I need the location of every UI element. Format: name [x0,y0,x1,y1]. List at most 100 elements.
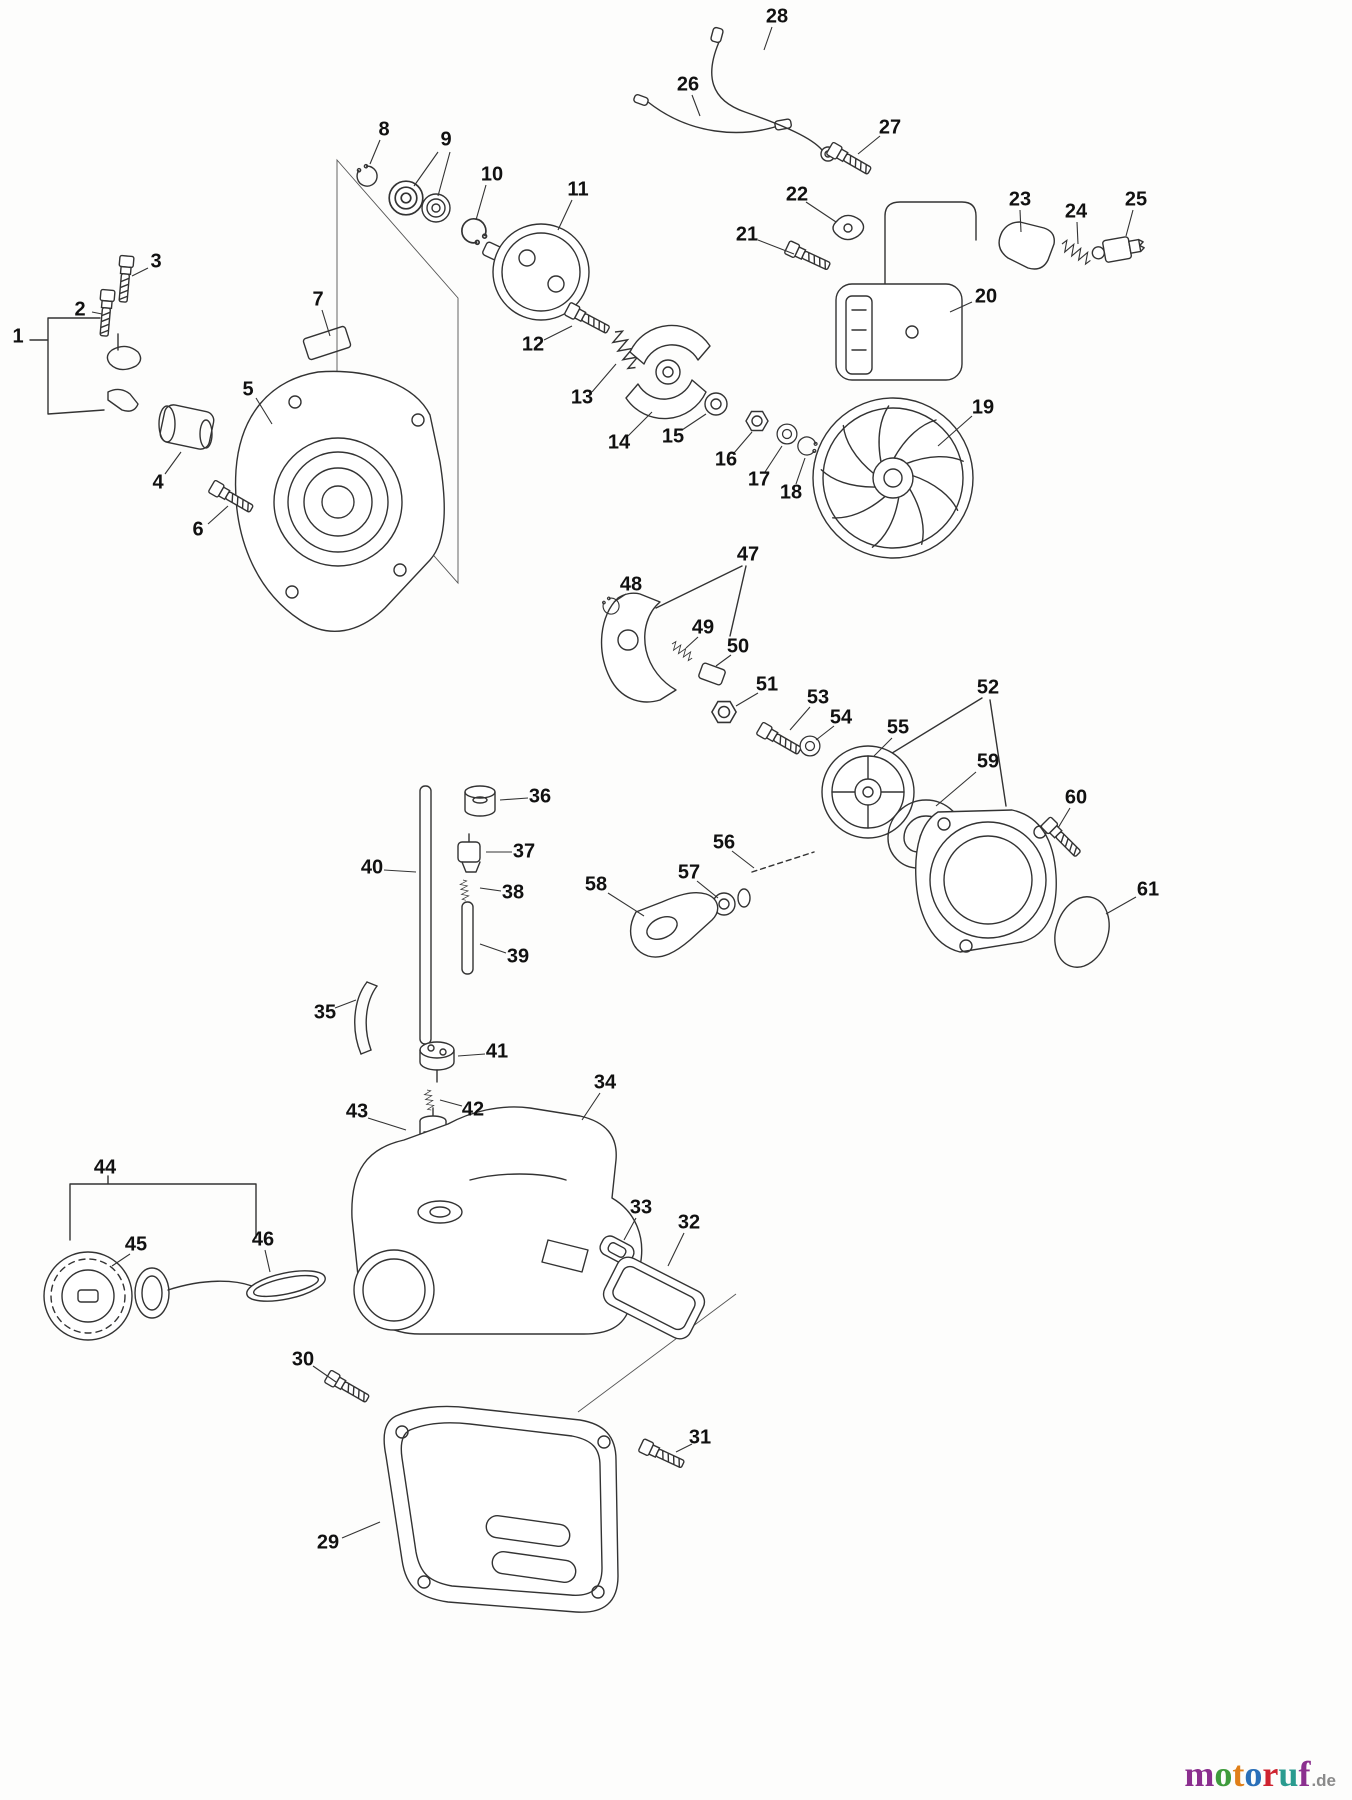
logo-letter: f [1298,1754,1311,1794]
leader-line-30 [312,1365,337,1383]
leader-line-57 [696,880,719,899]
group-bracket-1 [29,317,105,415]
leader-line-11 [557,199,573,231]
bolt-53 [755,721,804,758]
leader-line-25 [1125,209,1134,237]
logo-letter: m [1184,1754,1215,1794]
leader-line-9 [413,151,439,187]
leader-line-58 [607,892,645,917]
leader-line-49 [685,636,699,649]
screw-12 [563,301,613,337]
spring-38 [459,879,470,902]
leader-line-17 [764,445,783,473]
leader-line-29 [341,1521,381,1539]
leader-line-28 [763,26,773,51]
leader-line-20 [949,301,973,313]
leader-line-36 [499,797,529,801]
leader-line-6 [207,505,229,525]
guard [383,1405,619,1613]
leader-line-3 [131,267,149,277]
leader-line-61 [1105,896,1137,915]
leader-line-13 [591,363,617,393]
bearing-9b [421,193,451,223]
fuel-cap [43,1251,133,1341]
leader-line-50 [715,654,732,667]
leader-line-14 [627,411,653,437]
group-bracket-44 [69,1175,257,1241]
screw-30 [323,1369,372,1406]
leader-line-46 [264,1249,271,1273]
leader-line-27 [857,135,881,155]
snap-ring-8 [352,161,382,191]
logo-letter: r [1262,1754,1279,1794]
label-plate [302,325,352,361]
leader-line-7 [321,309,331,337]
tube-40 [419,785,432,1045]
leader-line-38 [479,887,502,892]
leader-line-26 [691,94,701,117]
leader-line-21 [757,239,795,255]
leader-line-56 [731,850,755,869]
leader-line-42 [439,1099,463,1107]
leader-line-55 [873,737,893,757]
logo-letter: o [1244,1754,1263,1794]
leader-line-32 [667,1232,685,1267]
plug-boot [998,221,1055,270]
bearing-9a [388,180,424,216]
muffler [835,201,977,381]
clip-18 [795,434,819,458]
ground-wire [633,93,792,134]
leader-line-59 [935,771,977,807]
block-50 [698,662,726,686]
logo-suffix: .de [1311,1771,1336,1790]
logo-letter: u [1278,1754,1299,1794]
leader-line-23 [1019,209,1022,233]
leader-line-34 [581,1092,601,1121]
plug-spring-24 [1058,238,1094,266]
flywheel [812,397,974,559]
leader-line-5 [255,397,273,425]
leader-line-15 [681,413,707,431]
valve-37 [457,833,481,873]
hose-35 [354,981,378,1055]
leader-lines [91,26,1137,1539]
motoruf-logo[interactable]: motoruf .de [1184,1756,1336,1792]
washer-15 [704,392,728,416]
starter-rope [751,851,815,873]
clutch-shoes [625,324,711,420]
leader-line-35 [334,999,357,1009]
leader-line-8 [369,139,381,165]
leader-line-24 [1076,221,1079,245]
leader-line-16 [733,431,753,454]
cap-cord [167,1270,326,1302]
screw-3 [115,254,135,304]
group-bracket-52 [883,697,1007,807]
logo-letter: o [1214,1754,1233,1794]
nut-16 [745,410,769,432]
starter-grip [629,892,719,958]
leader-line-45 [111,1253,131,1267]
cover-plate-32 [602,1256,706,1340]
cap-retainer [134,1267,170,1319]
leader-line-4 [164,451,182,475]
tube-39 [461,901,474,975]
gasket-61 [1054,896,1110,968]
screw-21 [783,239,833,274]
leader-line-18 [795,457,806,485]
logo-word: motoruf [1184,1756,1310,1792]
leader-line-2 [91,311,103,315]
leader-line-43 [367,1117,407,1131]
clamp-22 [832,214,865,241]
stop-switch-wire [710,26,836,162]
grommet-41 [419,1041,455,1083]
leader-line-12 [543,325,573,341]
leader-line-54 [815,725,835,741]
leader-line-9b [437,151,451,197]
cap-36 [464,785,496,817]
leader-line-10 [475,184,487,221]
fuel-tank [351,1106,643,1335]
washer-17 [776,423,798,445]
leader-line-22 [805,201,837,223]
